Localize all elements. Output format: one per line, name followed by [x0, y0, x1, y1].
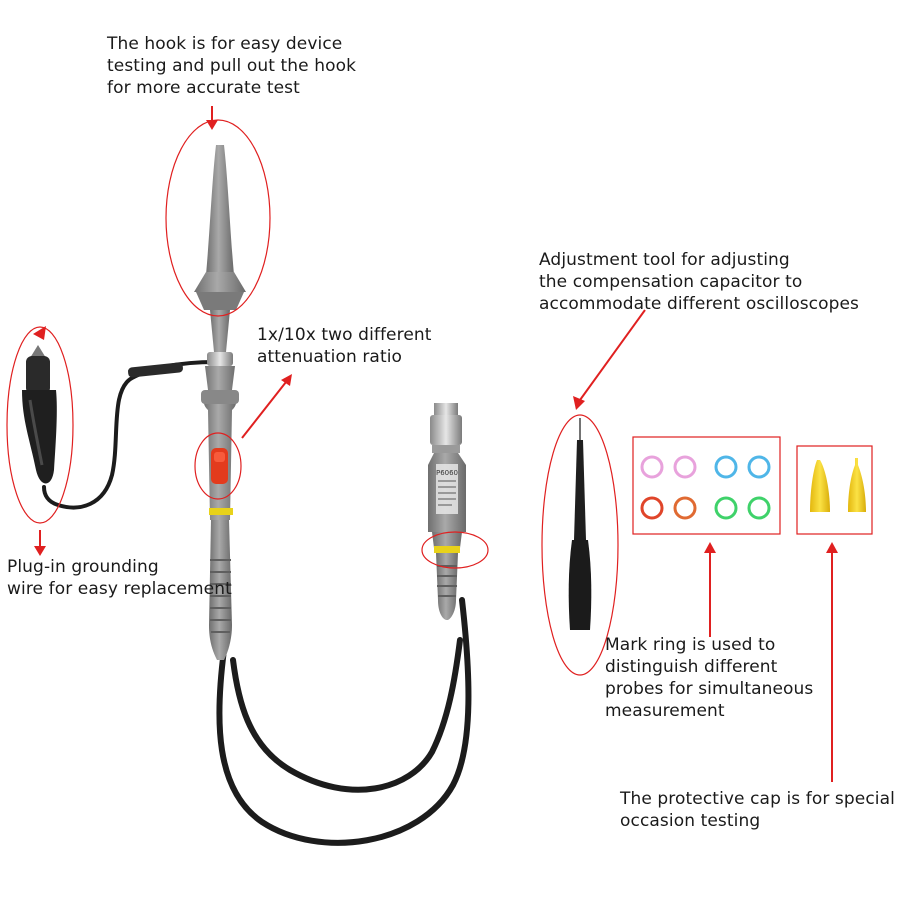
ground-clip-highlight	[6, 326, 74, 524]
annotation-line: The hook is for easy device	[107, 34, 343, 54]
connector-model-label: P6060	[436, 469, 458, 477]
annotation-arrows	[33, 106, 838, 782]
bnc-connector: P6060	[428, 403, 466, 620]
annotation-line: the compensation capacitor to	[539, 272, 803, 292]
protective-caps	[810, 458, 866, 512]
annotation-line: wire for easy replacement	[7, 579, 232, 599]
annotation-line: measurement	[605, 701, 725, 721]
mark-ring	[747, 455, 771, 479]
mark-ring-box	[632, 436, 781, 535]
probe-cable	[216, 597, 472, 846]
probe-grip	[209, 520, 232, 660]
annotation-line: attenuation ratio	[257, 347, 403, 367]
annotation-line: occasion testing	[620, 811, 761, 831]
adjustment-tool	[568, 418, 592, 630]
annotation-line: Plug-in grounding	[7, 557, 159, 577]
adjustment-tool-highlight	[541, 414, 619, 676]
adjustment-tool-annotation: Adjustment tool for adjusting the compen…	[539, 249, 859, 315]
annotation-highlights	[6, 119, 873, 676]
annotation-line: testing and pull out the hook	[107, 56, 357, 76]
mark-ring	[747, 496, 771, 520]
grounding-annotation: Plug-in grounding wire for easy replacem…	[7, 556, 232, 600]
mark-ring	[714, 455, 738, 479]
mark-ring	[714, 496, 738, 520]
probe-body	[203, 366, 237, 520]
mark-ring	[640, 455, 664, 479]
mark-ring	[673, 455, 697, 479]
yellow-band-highlight	[421, 531, 489, 569]
annotation-line: probes for simultaneous	[605, 679, 814, 699]
probe-metal-ring	[207, 352, 233, 366]
annotation-line: Mark ring is used to	[605, 635, 776, 655]
protective-cap-annotation: The protective cap is for special occasi…	[620, 788, 895, 832]
mark-ring	[640, 496, 664, 520]
probe-hook	[194, 145, 246, 352]
probe-yellow-band	[209, 508, 233, 515]
ground-wire-sleeve	[128, 362, 183, 378]
switch-highlight	[194, 432, 242, 500]
attenuation-annotation: 1x/10x two different attenuation ratio	[257, 324, 432, 368]
protective-cap-box	[796, 445, 873, 535]
annotation-line: 1x/10x two different	[257, 325, 432, 345]
probe-cable-loop	[230, 637, 463, 793]
annotation-line: distinguish different	[605, 657, 778, 677]
protective-cap	[810, 460, 830, 512]
annotation-line: The protective cap is for special	[620, 789, 895, 809]
mark-ring-annotation: Mark ring is used to distinguish differe…	[605, 634, 813, 722]
mark-ring	[673, 496, 697, 520]
protective-cap	[848, 458, 866, 512]
annotation-line: accommodate different oscilloscopes	[539, 294, 860, 314]
mark-rings	[640, 455, 771, 520]
alligator-clip	[22, 345, 57, 484]
annotation-line: Adjustment tool for adjusting	[539, 250, 790, 270]
annotation-line: for more accurate test	[107, 78, 300, 98]
hook-annotation: The hook is for easy device testing and …	[107, 33, 356, 99]
